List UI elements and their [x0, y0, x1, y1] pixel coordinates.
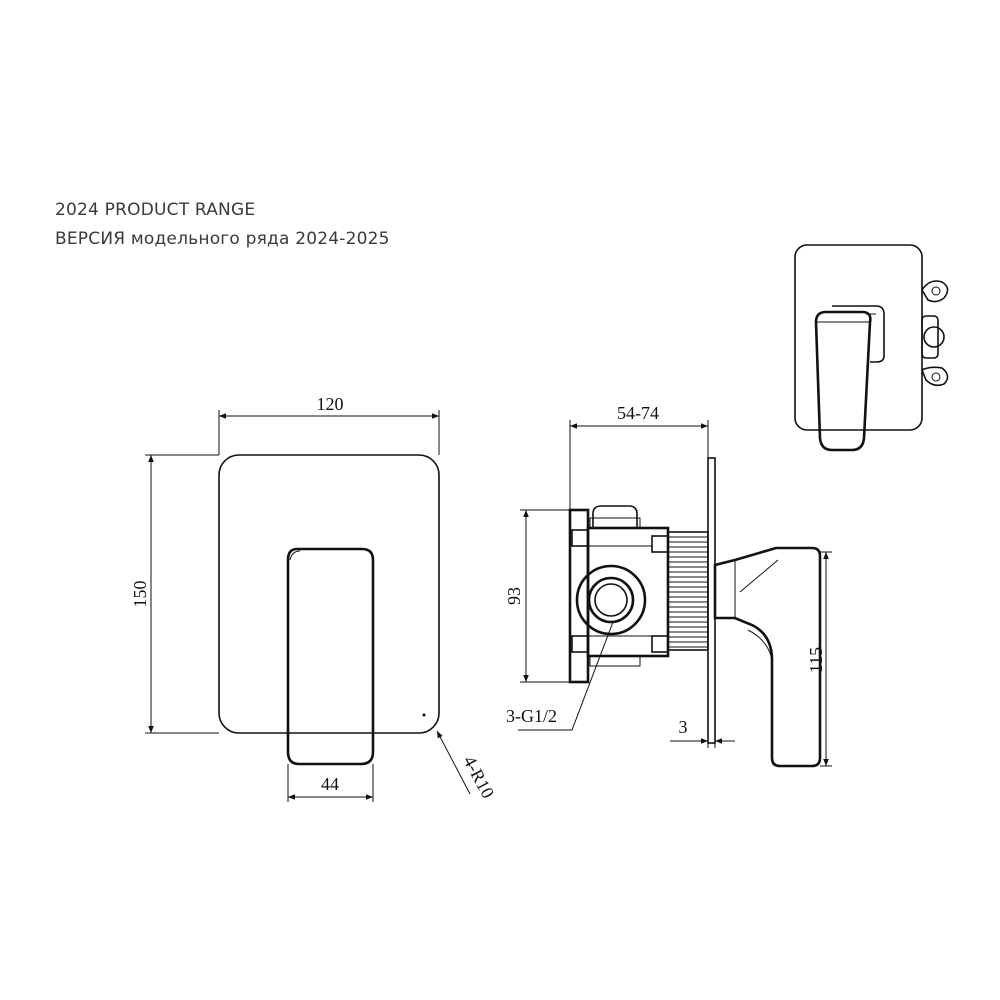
dim-body-height: 93	[504, 587, 524, 605]
side-view: 54-74 93 115 3-G1/2 3	[504, 403, 832, 768]
inlet-port	[575, 564, 647, 636]
side-handle	[713, 546, 822, 768]
perspective-plate	[794, 244, 923, 431]
dim-inlet-thread: 3-G1/2	[506, 706, 557, 726]
dim-plate-width: 120	[317, 394, 344, 414]
dim-handle-height: 115	[806, 647, 826, 673]
perspective-handle	[814, 310, 872, 452]
dim-plate-thickness: 3	[679, 717, 688, 737]
dim-corner-radius: 4-R10	[459, 752, 498, 801]
dim-handle-width: 44	[321, 774, 339, 794]
thread	[668, 536, 708, 648]
dim-plate-height: 150	[130, 581, 150, 608]
perspective-view	[794, 244, 949, 452]
range-version: ВЕРСИЯ модельного ряда 2024-2025	[55, 229, 390, 249]
front-handle	[286, 547, 375, 766]
perspective-valve-body	[920, 280, 949, 387]
front-view: 120 150 44 4-R10	[130, 394, 498, 802]
range-title: 2024 PRODUCT RANGE	[55, 200, 256, 220]
dim-body-depth: 54-74	[617, 403, 659, 423]
valve-body	[568, 505, 670, 684]
cover-plate	[218, 454, 440, 734]
